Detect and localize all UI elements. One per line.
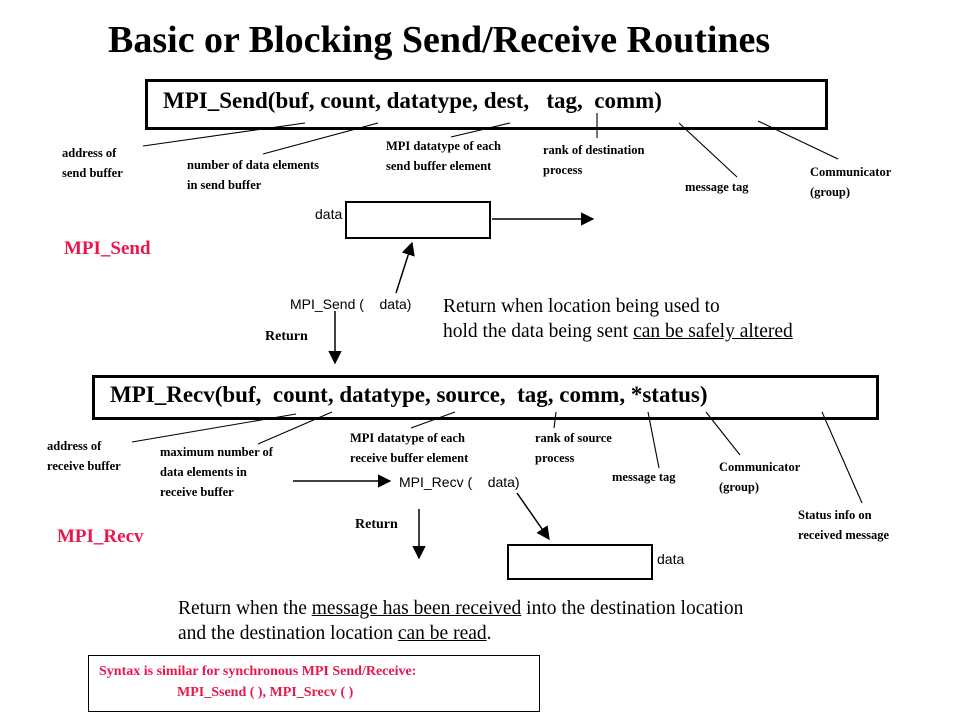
- synchronous-note-box: [88, 655, 540, 712]
- recv-signature: MPI_Recv(buf, count, datatype, source, t…: [110, 382, 708, 407]
- recv-call-text: MPI_Recv ( data): [399, 474, 520, 490]
- recv-leader-count: [257, 411, 333, 445]
- recv-buffer-box: [507, 544, 653, 580]
- send-return-note: Return when location being used to hold …: [443, 296, 793, 342]
- recv-leader-comm: [705, 411, 741, 456]
- send-leader-comm: [757, 120, 839, 160]
- send-leader-count: [262, 122, 379, 155]
- recv-annotation-tag: message tag: [612, 470, 676, 484]
- recv-return-note: Return when the message has been receive…: [178, 598, 744, 644]
- send-data-arrow: [395, 241, 415, 294]
- send-signature: MPI_Send(buf, count, datatype, dest, tag…: [163, 88, 662, 113]
- recv-annotation-comm: Communicator(group): [719, 460, 801, 494]
- send-call-text: MPI_Send ( data): [290, 296, 412, 312]
- recv-section-label: MPI_Recv: [57, 526, 144, 547]
- recv-data-label: data: [657, 551, 685, 567]
- synchronous-note-line1: Syntax is similar for synchronous MPI Se…: [99, 664, 417, 679]
- send-annotation-tag: message tag: [685, 180, 749, 194]
- send-buffer-box: [345, 201, 491, 239]
- send-section-label: MPI_Send: [64, 238, 151, 259]
- recv-leader-buf: [131, 413, 297, 443]
- page-title: Basic or Blocking Send/Receive Routines: [108, 19, 771, 61]
- send-annotation-comm: Communicator(group): [810, 165, 892, 199]
- send-leader-buf: [142, 122, 306, 147]
- send-leader-tag: [678, 122, 738, 178]
- send-leader-datatype: [450, 122, 511, 138]
- recv-leader-status: [821, 411, 863, 504]
- recv-return-label: Return: [355, 517, 398, 532]
- synchronous-note-line2: MPI_Ssend ( ), MPI_Srecv ( ): [177, 685, 354, 700]
- send-data-label: data: [315, 206, 343, 222]
- recv-data-arrow: [516, 492, 550, 541]
- recv-signature-box: [92, 375, 879, 420]
- recv-leader-source: [553, 411, 557, 429]
- recv-leader-datatype: [410, 411, 456, 429]
- recv-leader-tag: [647, 411, 660, 469]
- send-return-label: Return: [265, 329, 308, 344]
